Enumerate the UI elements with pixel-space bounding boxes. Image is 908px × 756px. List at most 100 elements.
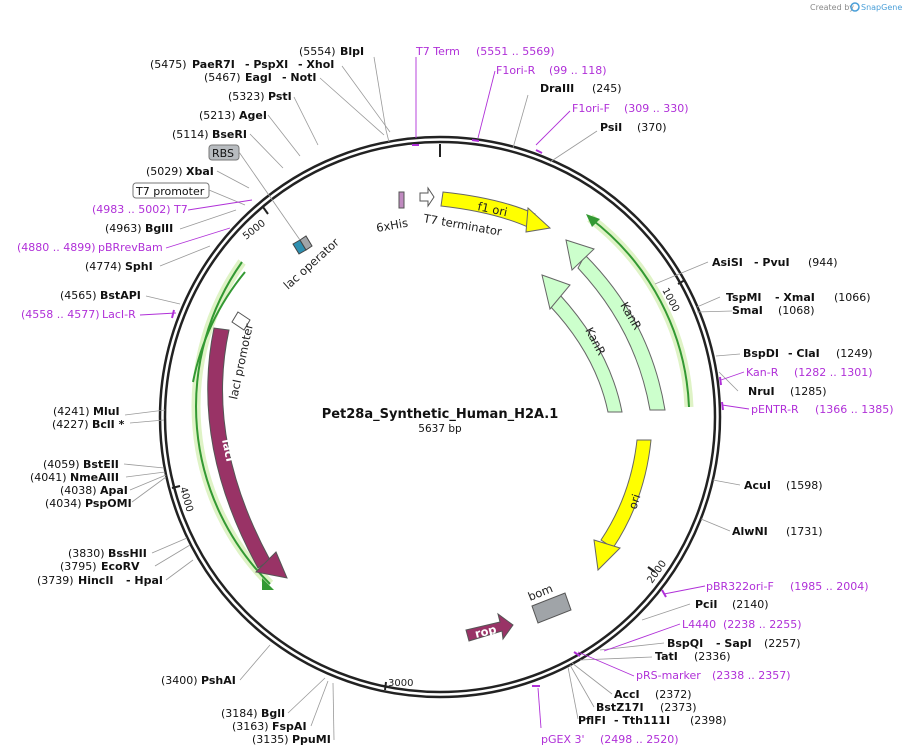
leader-ppumi: [332, 682, 335, 741]
site-psii-name: PsiI: [600, 121, 622, 134]
site-bseri-name: BseRI: [212, 128, 247, 141]
site-bgli-pos: (3184): [221, 707, 258, 720]
leader-bseri: [249, 133, 284, 169]
site-bsshii-name: BssHII: [108, 547, 147, 560]
leader-nrui: [718, 371, 739, 392]
kanr-outer-arrow: [577, 254, 666, 411]
leader-pshai: [239, 644, 271, 681]
site-agei-name: AgeI: [239, 109, 267, 122]
primer-kan-r-name: Kan-R: [746, 366, 779, 379]
site-bcli-name: BclI *: [92, 418, 125, 431]
site-acui-name: AcuI: [744, 479, 771, 492]
site-acci-name: AccI: [614, 688, 640, 701]
leader-sphi: [159, 245, 211, 267]
tick-marks: 1000 2000 3000 4000 5000: [171, 206, 686, 691]
leader-clai: [715, 353, 741, 357]
primer-pbr322ori-f-range: (1985 .. 2004): [790, 580, 869, 593]
primer-leader-pbr322ori-f: [663, 585, 706, 595]
site-paer7i-pos: (5475): [150, 58, 187, 71]
laci-arrow: [207, 327, 271, 569]
ori-arrowhead: [593, 539, 621, 572]
backbone-outer-strand: [158, 135, 722, 699]
plasmid-name: Pet28a_Synthetic_Human_H2A.1: [322, 407, 559, 422]
leader-acci: [571, 662, 613, 695]
leader-noti: [319, 77, 385, 136]
site-apai-pos: (4038): [60, 484, 97, 497]
leader-draiii: [512, 94, 529, 149]
primer-f1ori-f-name: F1ori-F: [572, 102, 610, 115]
right-site-labels: DraIII (245) PsiI (370) AsiSI - PvuI (94…: [540, 82, 873, 727]
features: f1 ori KanR KanR ori bom rop lacI lacI p…: [191, 186, 694, 642]
leader-bglii: [179, 209, 237, 230]
site-tspmi-name: TspMI: [726, 291, 762, 304]
leader-hpai: [165, 559, 194, 581]
site-draiii-pos: (245): [592, 82, 622, 95]
site-acui-pos: (1598): [786, 479, 823, 492]
kanr-inner-arrow: [549, 294, 623, 413]
site-clai-name: - ClaI: [788, 347, 820, 360]
site-pflfi-name: PflFI: [578, 714, 606, 727]
site-eagi-pos: (5467): [204, 71, 241, 84]
site-blpi-name: BlpI: [340, 45, 364, 58]
site-bcli-pos: (4227): [52, 418, 89, 431]
site-bspdi-pos: (1249): [836, 347, 873, 360]
leader-psii: [549, 130, 598, 163]
leader-xhoi: [341, 65, 391, 133]
ori-arrow: [600, 439, 652, 549]
feature-tag-boxes: RBS T7 promoter: [132, 144, 240, 199]
leader-rbs: [238, 151, 301, 241]
site-pcii-pos: (2140): [732, 598, 769, 611]
laci-orf-line: [195, 261, 271, 585]
site-bsteii-name: BstEII: [83, 458, 119, 471]
site-hincii-name: HincII: [78, 574, 114, 587]
site-pcii-name: PciI: [695, 598, 717, 611]
site-xbai-name: XbaI: [186, 165, 214, 178]
site-nmeaiii-name: NmeAIII: [70, 471, 119, 484]
site-bsshii-pos: (3830): [68, 547, 105, 560]
primer-arrow-f1ori-r: [471, 139, 480, 142]
leader-tth111i: [567, 666, 579, 720]
leader-xmai: [696, 296, 721, 308]
site-xmai-name: - XmaI: [775, 291, 815, 304]
site-pshai-name: PshAI: [201, 674, 236, 687]
primer-prs-marker-range: (2338 .. 2357): [712, 669, 791, 682]
site-bglii-pos: (4963): [105, 222, 142, 235]
site-bspdi-name: BspDI: [743, 347, 779, 360]
primer-leader-pbrrevbam: [165, 227, 231, 249]
plasmid-size: 5637 bp: [418, 423, 462, 435]
rbs-label: RBS: [212, 147, 234, 160]
leader-bstz17i: [569, 664, 595, 708]
site-nrui-name: NruI: [748, 385, 775, 398]
f1-ori-arrowhead: [525, 206, 552, 233]
site-smai-pos: (1068): [778, 304, 815, 317]
primer-arrow-pbr322ori-f: [661, 589, 667, 598]
site-psii-pos: (370): [637, 121, 667, 134]
tick-3000-mark: [384, 681, 387, 691]
kanr-outer-arrowhead: [565, 239, 595, 271]
site-tspmi-pos: (1066): [834, 291, 871, 304]
site-tati-name: TatI: [655, 650, 678, 663]
leader-mlui: [124, 409, 166, 416]
primer-leader-pentr-r: [721, 404, 750, 410]
site-bstz17i-name: BstZ17I: [596, 701, 644, 714]
site-sphi-pos: (4774): [85, 260, 122, 273]
primer-l4440-range: (2238 .. 2255): [723, 618, 802, 631]
site-bspqi-name: BspQI: [667, 637, 703, 650]
leader-apai: [129, 474, 167, 491]
tick-1000-mark: [677, 279, 686, 285]
leader-psti: [293, 96, 319, 146]
t7-terminator-arrow: [419, 186, 435, 208]
site-ecorv-name: EcoRV: [101, 560, 140, 573]
primer-pgex-range: (2498 .. 2520): [600, 733, 679, 746]
laci-orf-secondary-line: [192, 271, 246, 383]
site-bgli-name: BglI: [261, 707, 285, 720]
primer-leader-pgex: [537, 687, 542, 729]
site-hpai-name: - HpaI: [126, 574, 163, 587]
site-psti-name: PstI: [268, 90, 292, 103]
site-pflfi-pos: (2398): [690, 714, 727, 727]
primer-pgex-name: pGEX 3': [541, 733, 585, 746]
leader-pvui: [654, 261, 709, 285]
primer-leader-kan-r: [720, 371, 745, 381]
site-alwni-name: AlwNI: [732, 525, 768, 538]
site-pvui-name: - PvuI: [754, 256, 790, 269]
